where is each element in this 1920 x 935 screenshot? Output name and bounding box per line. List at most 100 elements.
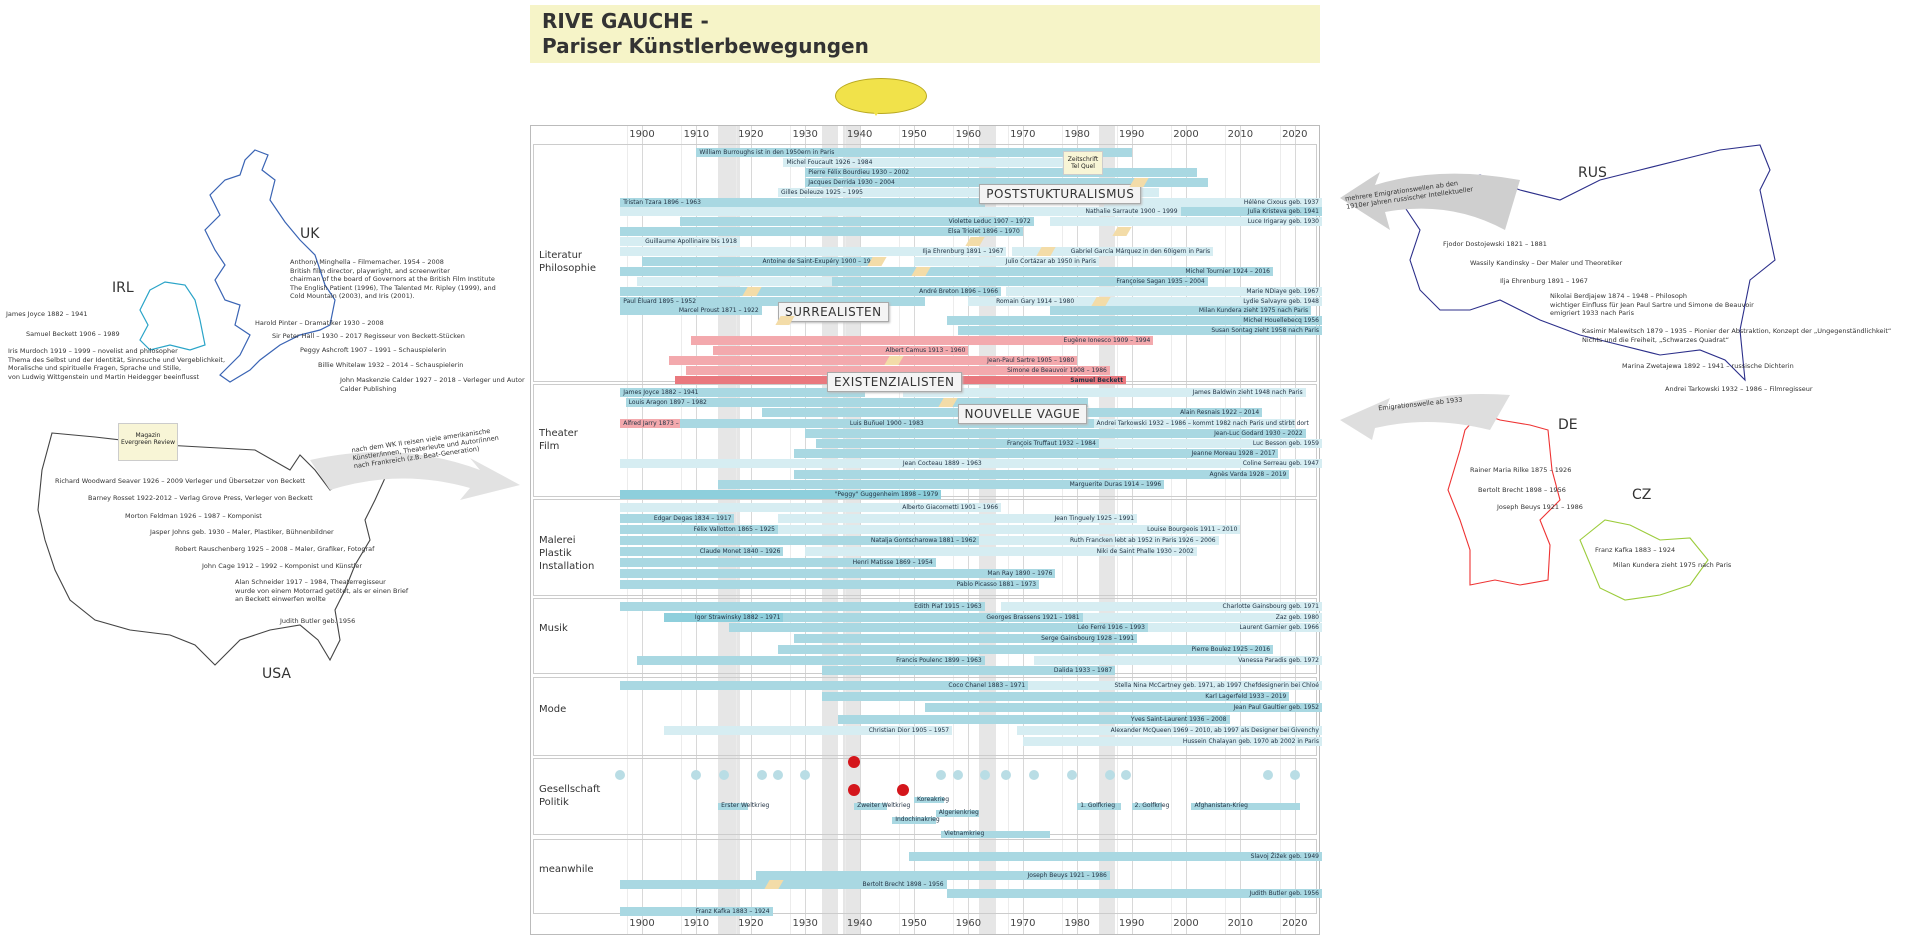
irl-note: James Joyce 1882 – 1941: [6, 310, 88, 318]
usa-note: Barney Rosset 1922-2012 – Verlag Grove P…: [88, 494, 313, 502]
de-note: Joseph Beuys 1921 – 1986: [1497, 503, 1583, 511]
year-label-top: 1980: [1064, 129, 1090, 140]
year-gridline: [1294, 126, 1296, 934]
timeline-bar-label: Serge Gainsbourg 1928 – 1991: [1041, 635, 1135, 643]
timeline-bar: Michel Houellebecq 1956: [946, 316, 1322, 326]
year-label-top: 1930: [792, 129, 818, 140]
section-4: [533, 677, 1317, 756]
timeline-bar-label: Ilja Ehrenburg 1891 – 1967: [922, 248, 1004, 255]
timeline-bar-label: Tristan Tzara 1896 – 1963: [623, 198, 701, 206]
timeline-bar-label: Julia Kristeva geb. 1941: [1247, 208, 1319, 216]
timeline-bar-label: Jean Paul Gaultier geb. 1952: [1233, 704, 1319, 712]
timeline-bar-label: Ruth Francken lebt ab 1952 in Paris 1926…: [1070, 537, 1216, 544]
timeline-bar: Zaz geb. 1980: [1082, 612, 1322, 622]
timeline-bar: Jean Cocteau 1889 – 1963: [620, 459, 985, 469]
timeline-bar-label: Michel Houellebecq 1956: [1243, 317, 1319, 325]
timeline-bar-label: Man Ray 1890 – 1976: [987, 570, 1053, 577]
timeline-bar-label: Judith Butler geb. 1956: [1249, 890, 1319, 897]
timeline-bar-label: Albert Camus 1913 – 1960: [885, 347, 966, 354]
timeline-bar: Pablo Picasso 1881 – 1973: [620, 580, 1040, 589]
timeline-bar: Luc Besson geb. 1959: [1098, 439, 1322, 448]
timeline-bar: Zweiter Weltkrieg: [854, 803, 910, 810]
timeline-bar-label: Marguerite Duras 1914 – 1996: [1069, 480, 1162, 488]
timeline-bar: Jacques Derrida 1930 – 2004: [805, 177, 1208, 187]
timeline-bar: Luis Buñuel 1900 – 1983: [680, 418, 1094, 428]
rus-note: Fjodor Dostojewski 1821 – 1881: [1443, 240, 1547, 248]
timeline-bar: Edith Piaf 1915 – 1963: [620, 602, 985, 611]
timeline-bar: Man Ray 1890 – 1976: [620, 569, 1056, 578]
timeline-bar-label: Luis Buñuel 1900 – 1983: [849, 419, 924, 427]
timeline-bar: Gilles Deleuze 1925 – 1995: [778, 187, 1159, 197]
section-label: Literatur Philosophie: [539, 250, 596, 274]
timeline-bar-label: Luc Besson geb. 1959: [1252, 440, 1319, 447]
timeline-bar: Slavoj Žižek geb. 1949: [908, 852, 1322, 862]
timeline-bar-label: Coco Chanel 1883 – 1971: [948, 682, 1026, 689]
timeline-bar-label: Jeanne Moreau 1928 – 2017: [1191, 450, 1276, 458]
usa-note: John Cage 1912 – 1992 – Komponist und Kü…: [202, 562, 363, 570]
timeline-bar-label: James Baldwin zieht 1948 nach Paris: [1192, 389, 1303, 396]
timeline-bar-label: 1. Golfkrieg: [1080, 802, 1116, 810]
section-label: Malerei Plastik Installation: [539, 534, 595, 572]
timeline-bar-label: Marcel Proust 1871 – 1922: [678, 307, 759, 315]
timeline-bar-label: Louise Bourgeois 1911 – 2010: [1147, 526, 1238, 533]
czech-outline: [1579, 519, 1709, 601]
timeline-bar-label: Pierre Félix Bourdieu 1930 – 2002: [808, 168, 910, 176]
event-marker-dot: [952, 769, 963, 780]
timeline-bar: Ruth Francken lebt ab 1952 in Paris 1926…: [979, 536, 1219, 545]
timeline-bar: Ilja Ehrenburg 1891 – 1967: [620, 247, 1007, 256]
timeline-bar-label: Georges Brassens 1921 – 1981: [986, 613, 1080, 621]
usa-note: Richard Woodward Seaver 1926 – 2009 Verl…: [55, 477, 306, 485]
event-marker-dot: [773, 769, 783, 780]
timeline-bar-label: Paul Éluard 1895 – 1952: [623, 297, 697, 305]
section-label: Gesellschaft Politik: [539, 783, 601, 808]
timeline-bar-label: Vietnamkrieg: [944, 830, 985, 837]
timeline-bar: Guillaume Apollinaire bis 1918: [620, 237, 740, 247]
timeline-bar-label: Hélène Cixous geb. 1937: [1243, 198, 1319, 206]
timeline-bar-label: Igor Strawinsky 1882 – 1971: [694, 613, 781, 621]
event-marker-dot: [1262, 769, 1273, 780]
timeline-bar-label: Laurent Garnier geb. 1966: [1239, 624, 1319, 632]
usa-note: Alan Schneider 1917 – 1984, Theaterregis…: [235, 578, 409, 603]
event-marker-dot: [1001, 769, 1012, 780]
usa-note: Jasper Johns geb. 1930 – Maler, Plastike…: [150, 528, 334, 536]
uk-note: John Maskenzie Calder 1927 – 2018 – Verl…: [340, 376, 525, 393]
timeline-bar: Claude Monet 1840 – 1926: [620, 547, 784, 556]
timeline-bar: Léo Ferré 1916 – 1993: [729, 623, 1148, 633]
timeline-bar: Romain Gary 1914 – 1980: [968, 296, 1078, 306]
timeline-bar-label: Alfred Jarry 1873 – 1907: [623, 419, 696, 427]
timeline-bar-label: Claude Monet 1840 – 1926: [699, 548, 781, 555]
germany-outline: [1447, 412, 1561, 586]
timeline-bar: Franz Kafka 1883 – 1924: [620, 907, 773, 917]
year-gridline: [1279, 126, 1281, 934]
cz-note: Franz Kafka 1883 – 1924: [1595, 546, 1676, 554]
section-2: [533, 499, 1317, 596]
timeline-bar: Pierre Félix Bourdieu 1930 – 2002: [805, 167, 1197, 177]
section-label: Mode: [539, 703, 567, 715]
timeline-bar-label: Jacques Derrida 1930 – 2004: [808, 178, 895, 186]
timeline-bar: Laurent Garnier geb. 1966: [1147, 623, 1322, 633]
year-label-bottom: 1970: [1010, 918, 1036, 929]
uk-note: Sir Peter Hall – 1930 – 2017 Regisseur v…: [272, 332, 465, 340]
timeline-bar: Simone de Beauvoir 1908 – 1986: [685, 365, 1110, 375]
de-note: Bertolt Brecht 1898 – 1956: [1478, 486, 1566, 494]
timeline-bar-label: Christian Dior 1905 – 1957: [868, 726, 950, 734]
year-label-bottom: 1940: [846, 918, 873, 929]
timeline-bar: Algerienkrieg: [935, 810, 980, 817]
year-label-bottom: 1910: [683, 918, 710, 929]
year-label-top: 1960: [955, 129, 982, 140]
timeline-bar-label: Andrei Tarkowski 1932 – 1986 – kommt 198…: [1096, 419, 1309, 427]
timeline-bar-label: Dalida 1933 – 1987: [1053, 667, 1113, 675]
timeline-bar-label: Milan Kundera zieht 1975 nach Paris: [1198, 307, 1309, 315]
timeline-bar-label: Afghanistan-Krieg: [1194, 802, 1248, 810]
movement-box: SURREALISTEN: [778, 302, 889, 323]
timeline-bar: Vanessa Paradis geb. 1972: [1033, 655, 1322, 665]
timeline-bar-label: Indochinakrieg: [895, 816, 940, 824]
timeline-bar: Koreakrieg: [914, 796, 949, 803]
uk-note: Harold Pinter – Dramatiker 1930 – 2008: [255, 319, 384, 327]
timeline-bar: Tristan Tzara 1896 – 1963: [620, 197, 985, 207]
timeline-bar-label: William Burroughs ist in den 1950ern in …: [699, 149, 835, 156]
timeline-bar-label: Guillaume Apollinaire bis 1918: [645, 238, 737, 246]
year-label-top: 1940: [846, 129, 873, 140]
timeline-bar: Albert Camus 1913 – 1960: [712, 346, 969, 355]
timeline-bar: Susan Sontag zieht 1958 nach Paris: [957, 326, 1322, 336]
